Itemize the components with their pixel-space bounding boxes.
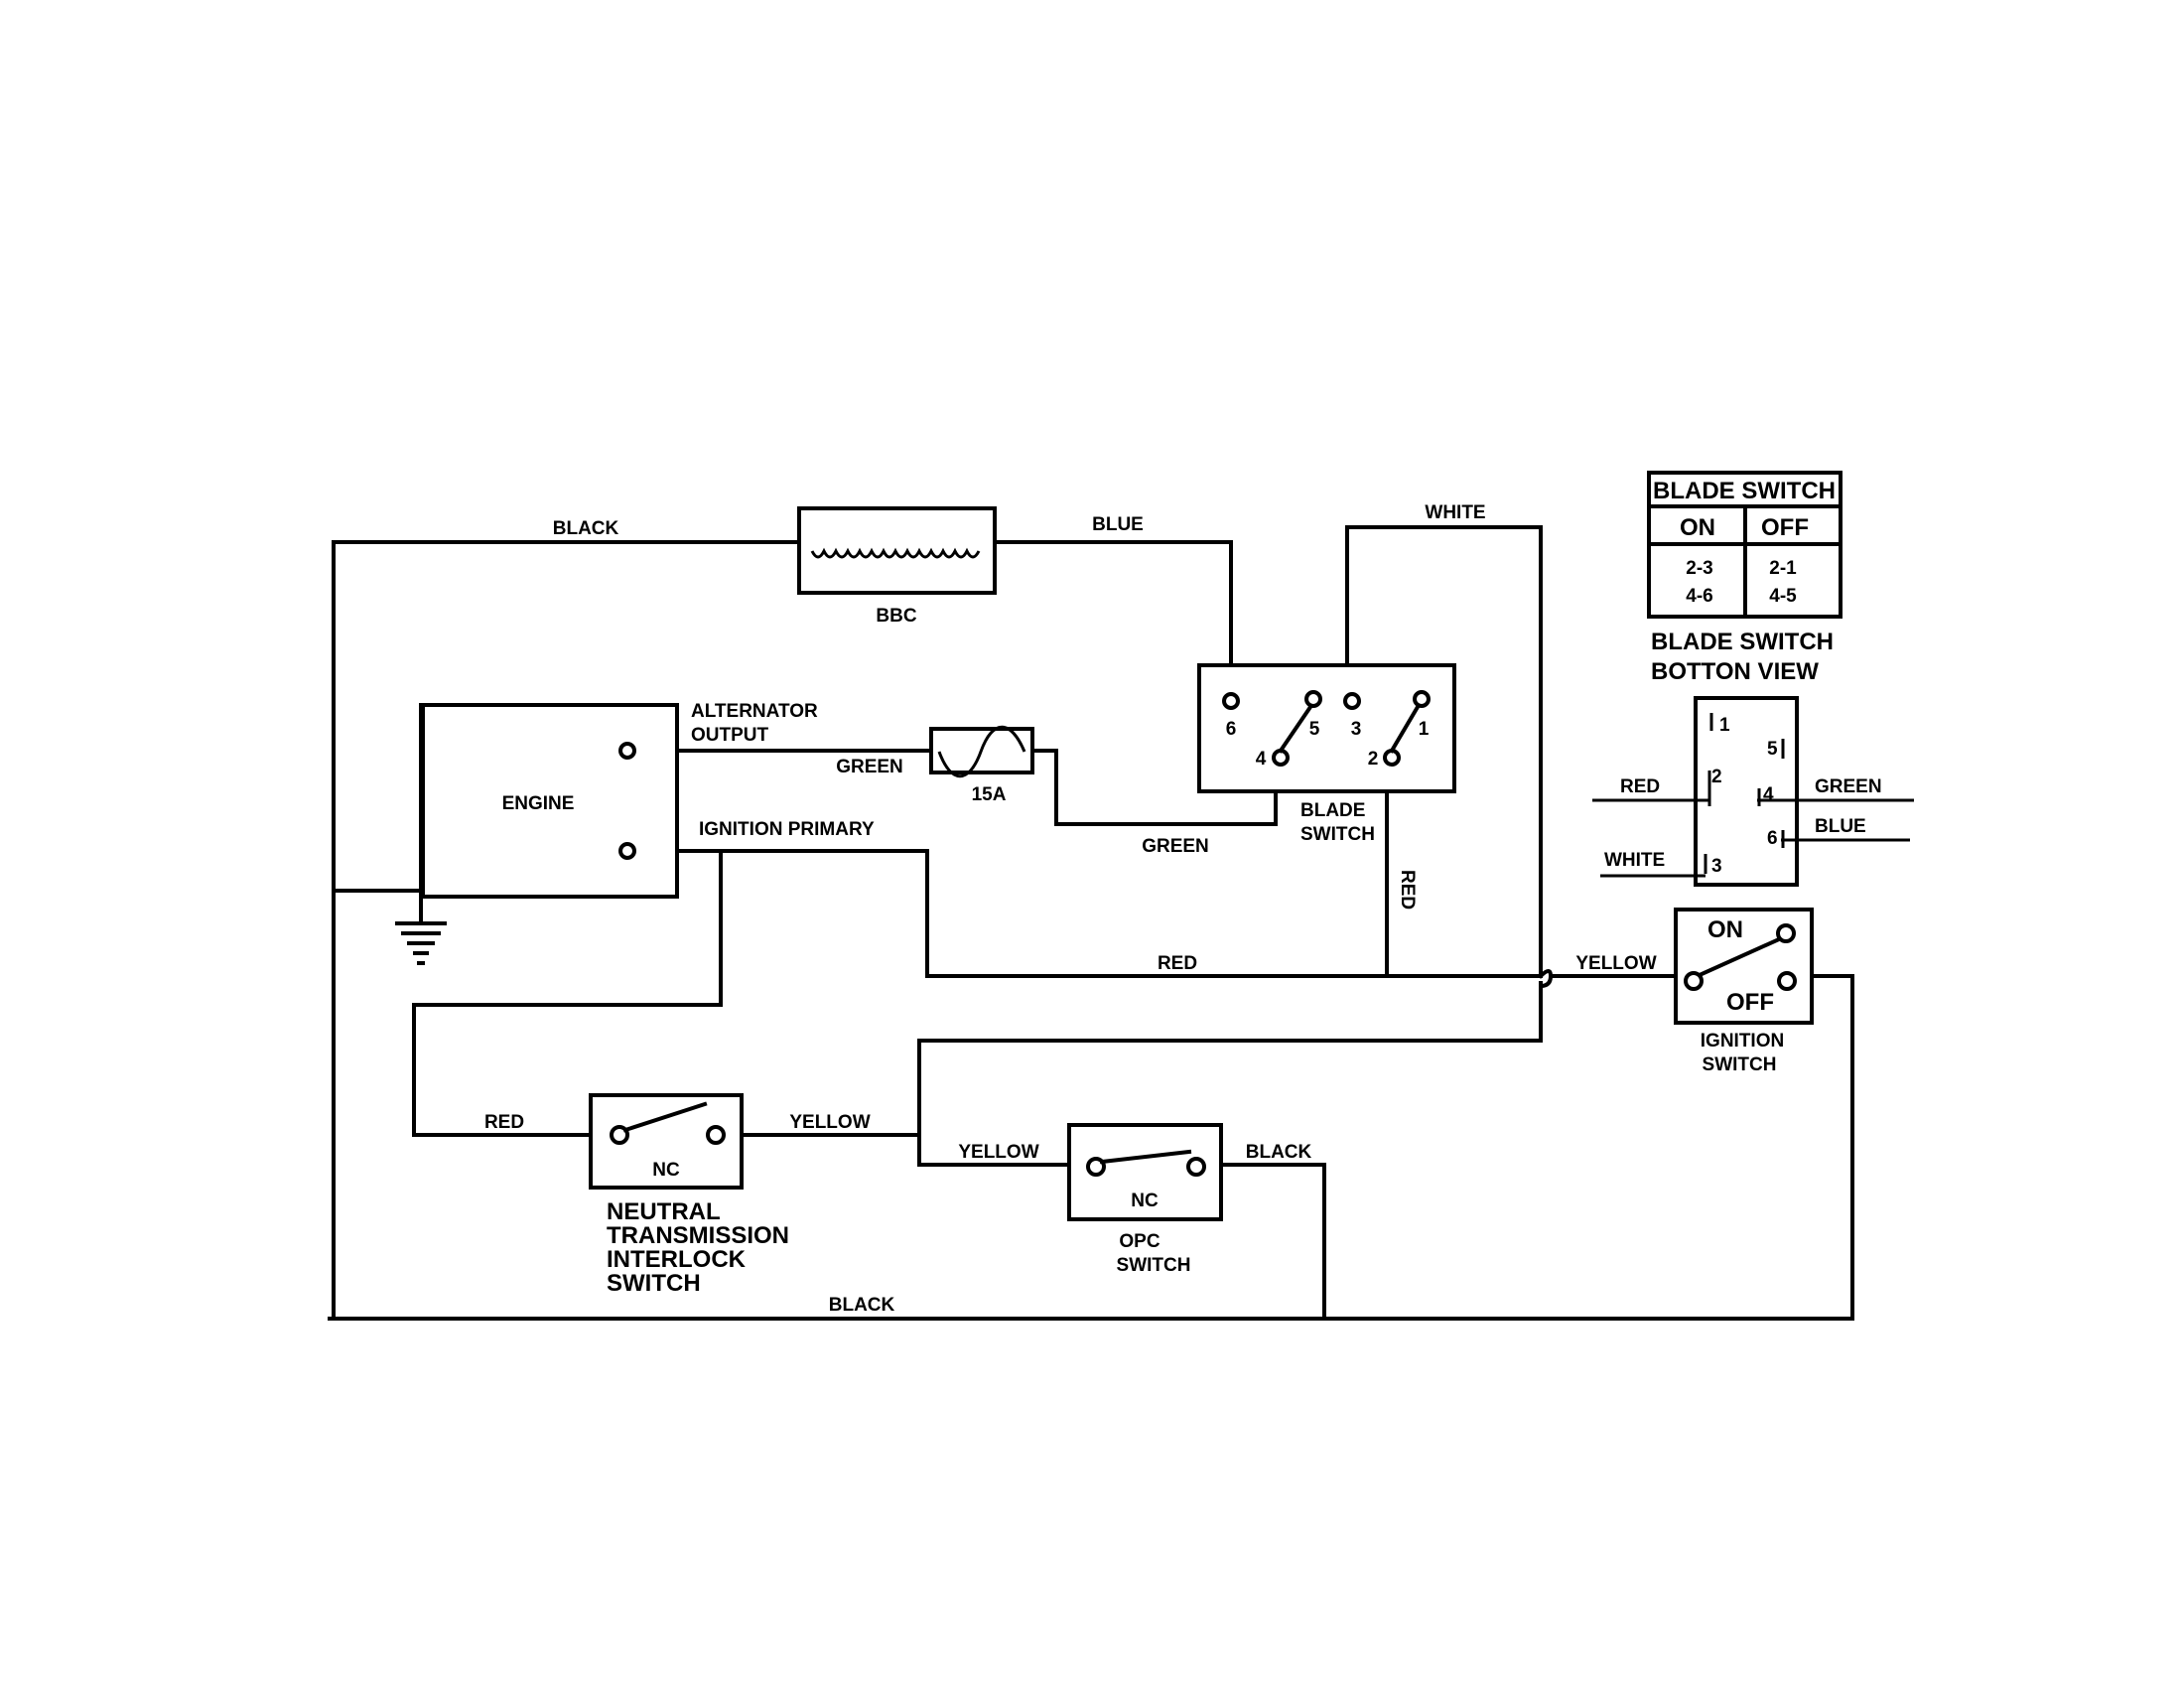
opc-label-1: OPC — [1119, 1231, 1160, 1252]
terminal-1 — [1413, 690, 1431, 708]
wire-yellow-opc — [917, 981, 1543, 1167]
ign-label-2: SWITCH — [1703, 1054, 1777, 1075]
alternator-label-2: OUTPUT — [691, 725, 769, 746]
wire-ignition-return — [1795, 974, 1854, 1321]
blade-contact-right — [1389, 704, 1421, 754]
fuse-component: 15A — [929, 725, 1034, 805]
terminal-6-label: 6 — [1226, 719, 1237, 740]
terminal-1-label: 1 — [1419, 719, 1430, 740]
ign-off-label: OFF — [1726, 989, 1774, 1016]
wire-labels: BLACK BLUE WHITE GREEN GREEN RED RED YEL… — [484, 502, 1657, 1316]
ignition-terminal — [618, 842, 636, 860]
label-yellow-ntis: YELLOW — [789, 1112, 870, 1133]
terminal-2-label: 2 — [1368, 749, 1379, 770]
label-green-2: GREEN — [1142, 836, 1209, 857]
wire-red-ntis — [412, 849, 723, 1137]
opc-contact — [1099, 1149, 1192, 1165]
alternator-label-1: ALTERNATOR — [691, 701, 818, 722]
ntis-label-4: SWITCH — [607, 1270, 701, 1297]
bv-pin-2: 2 — [1711, 767, 1722, 787]
bv-pin-6: 6 — [1767, 828, 1778, 849]
terminal-3-label: 3 — [1351, 719, 1362, 740]
label-blue: BLUE — [1092, 514, 1144, 535]
label-black-bottom: BLACK — [829, 1295, 895, 1316]
ign-terminal-left — [1684, 971, 1704, 991]
opc-nc-label: NC — [1131, 1191, 1159, 1211]
label-yellow-ignition: YELLOW — [1575, 953, 1656, 974]
table-on-row2: 4-6 — [1686, 586, 1712, 607]
blade-switch-table: BLADE SWITCH ON OFF 2-3 4-6 2-1 4-5 — [1647, 471, 1843, 619]
ign-terminal-on — [1776, 923, 1796, 943]
terminal-3 — [1343, 692, 1361, 710]
opc-label-2: SWITCH — [1117, 1255, 1191, 1276]
ntis-contact — [622, 1101, 708, 1133]
bbc-component: BBC — [797, 506, 997, 627]
ground-symbol — [395, 921, 447, 965]
label-red-vertical: RED — [1397, 870, 1418, 910]
table-off-row2: 4-5 — [1769, 586, 1797, 607]
blade-switch-label-2: SWITCH — [1300, 824, 1375, 845]
table-on-row1: 2-3 — [1686, 558, 1712, 579]
bv-green-label: GREEN — [1815, 776, 1882, 797]
terminal-5-label: 5 — [1309, 719, 1320, 740]
wire-green-2 — [1030, 749, 1278, 826]
wire-blue — [993, 540, 1233, 697]
wire-black-top — [332, 540, 801, 896]
label-white: WHITE — [1425, 502, 1485, 523]
ntis-terminal-left — [610, 1125, 629, 1145]
alternator-terminal — [618, 742, 636, 760]
terminal-4-label: 4 — [1256, 749, 1267, 770]
bv-pin-1: 1 — [1719, 715, 1730, 736]
terminal-5 — [1304, 690, 1322, 708]
table-title: BLADE SWITCH — [1653, 478, 1836, 504]
ntis-terminal-right — [706, 1125, 726, 1145]
engine-label: ENGINE — [502, 793, 575, 814]
ntis-label-1: NEUTRAL — [607, 1198, 721, 1225]
bv-pin-5: 5 — [1767, 739, 1778, 760]
ign-terminal-off — [1777, 971, 1797, 991]
blade-switch: 6 5 3 1 4 2 BLADE SWITCH — [1197, 663, 1456, 845]
label-red-main: RED — [1158, 953, 1197, 974]
table-off-row1: 2-1 — [1769, 558, 1797, 579]
bv-white-label: WHITE — [1604, 850, 1665, 871]
bv-pin-3: 3 — [1711, 856, 1722, 877]
label-black-opc: BLACK — [1246, 1142, 1312, 1163]
bottom-view-title-2: BOTTON VIEW — [1651, 658, 1819, 685]
label-green-1: GREEN — [836, 757, 903, 777]
terminal-6 — [1222, 692, 1240, 710]
ign-on-label: ON — [1707, 916, 1743, 943]
table-col-off: OFF — [1761, 514, 1809, 541]
label-red-ntis: RED — [484, 1112, 524, 1133]
bottom-view-title-1: BLADE SWITCH — [1651, 629, 1834, 655]
ntis-nc-label: NC — [652, 1160, 680, 1181]
opc-terminal-right — [1186, 1157, 1206, 1177]
label-yellow-opc: YELLOW — [958, 1142, 1038, 1163]
wire-ignition-primary — [625, 849, 1543, 978]
ignition-switch: ON OFF IGNITION SWITCH — [1674, 908, 1814, 1075]
fuse-label: 15A — [972, 784, 1007, 805]
ntis-label-3: INTERLOCK — [607, 1246, 747, 1273]
ntis-switch: NC NEUTRAL TRANSMISSION INTERLOCK SWITCH — [589, 1093, 789, 1297]
opc-switch: NC OPC SWITCH — [1067, 1123, 1223, 1276]
ign-contact — [1697, 936, 1782, 978]
blade-switch-bottom-view: BLADE SWITCH BOTTON VIEW 1 2 3 4 5 6 RED… — [1592, 629, 1914, 887]
table-col-on: ON — [1680, 514, 1715, 541]
opc-terminal-left — [1086, 1157, 1106, 1177]
label-black-top: BLACK — [553, 518, 619, 539]
wire-white — [1345, 525, 1543, 975]
bbc-label: BBC — [876, 606, 916, 627]
bv-pin-4: 4 — [1763, 784, 1774, 805]
ntis-label-2: TRANSMISSION — [607, 1222, 789, 1249]
coil-icon — [810, 547, 981, 559]
ign-label-1: IGNITION — [1701, 1031, 1784, 1052]
blade-switch-label-1: BLADE — [1300, 800, 1365, 821]
engine-component: ENGINE ALTERNATOR OUTPUT IGNITION PRIMAR… — [421, 701, 875, 899]
bv-blue-label: BLUE — [1815, 816, 1866, 837]
bv-red-label: RED — [1620, 776, 1660, 797]
blade-contact-left — [1278, 704, 1313, 754]
wire-black-opc — [1199, 1163, 1326, 1321]
ignition-primary-label: IGNITION PRIMARY — [699, 819, 875, 840]
fuse-icon — [937, 725, 1026, 778]
